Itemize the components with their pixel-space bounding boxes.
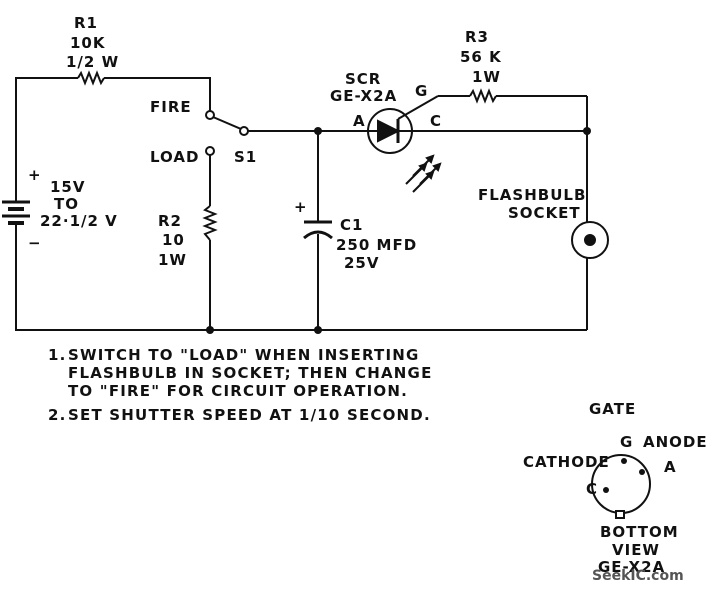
- scr-anode-label: A: [353, 112, 366, 130]
- pinout-cathode: CATHODE: [523, 453, 610, 471]
- resistor-r2: [202, 205, 218, 241]
- c1-value: 250 MFD: [336, 236, 417, 254]
- scr-symbol: [367, 95, 439, 154]
- switch-s1: [205, 110, 249, 157]
- r3-name: R3: [465, 28, 489, 46]
- watermark: SeekIC.com: [592, 568, 684, 584]
- battery-minus: −: [28, 234, 42, 252]
- battery-volts: 15V: [50, 178, 85, 196]
- socket-label-1: FLASHBULB: [478, 186, 586, 204]
- pinout-bottom: BOTTOM: [600, 523, 679, 541]
- scr-cathode-label: C: [430, 112, 442, 130]
- capacitor-c1: [303, 220, 333, 240]
- resistor-r3: [469, 88, 497, 104]
- r2-rating: 1W: [158, 251, 187, 269]
- note-1-line-1: SWITCH TO "LOAD" WHEN INSERTING: [68, 346, 420, 364]
- scr-pinout: [591, 454, 651, 519]
- r3-rating: 1W: [472, 68, 501, 86]
- note-1-line-2: FLASHBULB IN SOCKET; THEN CHANGE: [68, 364, 433, 382]
- r1-value: 10K: [70, 34, 106, 52]
- note-1-line-3: TO "FIRE" FOR CIRCUIT OPERATION.: [68, 382, 408, 400]
- c1-rating: 25V: [344, 254, 379, 272]
- light-arrows-icon: [405, 154, 442, 193]
- notes: 1. SWITCH TO "LOAD" WHEN INSERTING FLASH…: [48, 346, 433, 424]
- pinout-c: C: [586, 480, 598, 498]
- scr-label: SCR: [345, 70, 381, 88]
- battery-to: TO: [54, 195, 79, 213]
- switch-load-label: LOAD: [150, 148, 199, 166]
- scr-gate-label: G: [415, 82, 428, 100]
- battery-range: 22·1/2 V: [40, 212, 118, 230]
- circuit-wires: [15, 77, 588, 331]
- scr-part: GE-X2A: [330, 87, 397, 105]
- c1-plus: +: [294, 198, 308, 216]
- resistor-r1: [77, 70, 105, 86]
- pinout-g: G: [620, 433, 633, 451]
- pinout-a: A: [664, 458, 677, 476]
- pinout-view: VIEW: [612, 541, 660, 559]
- flashbulb-socket: [571, 221, 609, 259]
- pinout-anode: ANODE: [643, 433, 708, 451]
- battery-plus: +: [28, 166, 42, 184]
- pinout-part: GE-X2A: [598, 558, 665, 576]
- r3-value: 56 K: [460, 48, 502, 66]
- c1-name: C1: [340, 216, 363, 234]
- junction-dots: [206, 127, 591, 334]
- r1-rating: 1/2 W: [66, 53, 119, 71]
- switch-name: S1: [234, 148, 257, 166]
- socket-label-2: SOCKET: [508, 204, 581, 222]
- note-2-num: 2.: [48, 406, 67, 424]
- r1-name: R1: [74, 14, 98, 32]
- note-1-num: 1.: [48, 346, 67, 364]
- switch-fire-label: FIRE: [150, 98, 192, 116]
- pinout-gate-title: GATE: [589, 400, 636, 418]
- r2-name: R2: [158, 212, 182, 230]
- battery: [2, 198, 30, 230]
- note-2-line-1: SET SHUTTER SPEED AT 1/10 SECOND.: [68, 406, 431, 424]
- r2-value: 10: [162, 231, 185, 249]
